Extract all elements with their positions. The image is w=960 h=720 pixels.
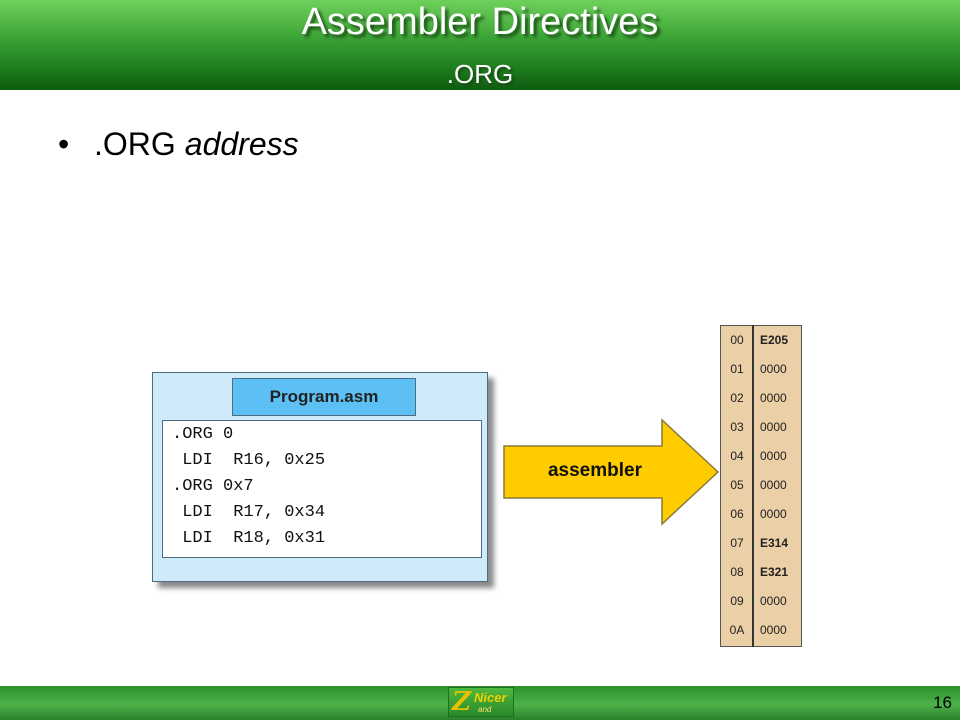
code-line: LDI R17, 0x34: [172, 503, 326, 522]
memory-address: 07: [730, 536, 744, 550]
memory-address: 02: [730, 391, 744, 405]
slide-subtitle: .ORG: [446, 59, 514, 89]
memory-value: 0000: [760, 420, 787, 434]
bullet-dot-icon: •: [58, 126, 70, 162]
code-box: [162, 420, 482, 558]
memory-address: 0A: [729, 623, 745, 637]
memory-value: 0000: [760, 623, 787, 637]
memory-divider: [752, 325, 754, 647]
logo-word: Nicer: [474, 690, 507, 705]
code-line: .ORG 0x7: [172, 477, 254, 496]
code-line: LDI R16, 0x25: [172, 451, 326, 470]
page-number: 16: [933, 693, 952, 712]
title-banner: [0, 0, 960, 90]
slide-title: Assembler Directives: [301, 1, 659, 43]
assembler-label: assembler: [547, 460, 642, 481]
memory-value: 0000: [760, 478, 787, 492]
program-file-tab: Program.asm: [232, 378, 416, 416]
memory-address: 09: [730, 594, 744, 608]
assembler-arrow-icon: [503, 418, 720, 526]
memory-value: 0000: [760, 449, 787, 463]
bullet-item: • .ORG address: [58, 120, 299, 168]
memory-address: 05: [730, 478, 744, 492]
memory-value: E321: [760, 565, 789, 579]
memory-value: E314: [760, 536, 789, 550]
code-line: .ORG 0: [172, 425, 234, 444]
memory-value: 0000: [760, 362, 787, 376]
logo-sub: and: [478, 705, 492, 714]
memory-value: 0000: [760, 594, 787, 608]
memory-address: 08: [730, 565, 744, 579]
bullet-italic-text: address: [184, 126, 299, 162]
nicerland-logo: [448, 687, 514, 717]
memory-address: 03: [730, 420, 744, 434]
memory-value: 0000: [760, 507, 787, 521]
memory-value: E205: [760, 333, 789, 347]
memory-address: 04: [730, 449, 744, 463]
memory-address: 00: [730, 333, 744, 347]
memory-table: [720, 325, 802, 647]
memory-value: 0000: [760, 391, 787, 405]
memory-address: 06: [730, 507, 744, 521]
logo-letter: Z: [452, 687, 471, 717]
memory-address: 01: [730, 362, 744, 376]
bullet-text: .ORG: [94, 126, 176, 162]
code-line: LDI R18, 0x31: [172, 529, 326, 548]
